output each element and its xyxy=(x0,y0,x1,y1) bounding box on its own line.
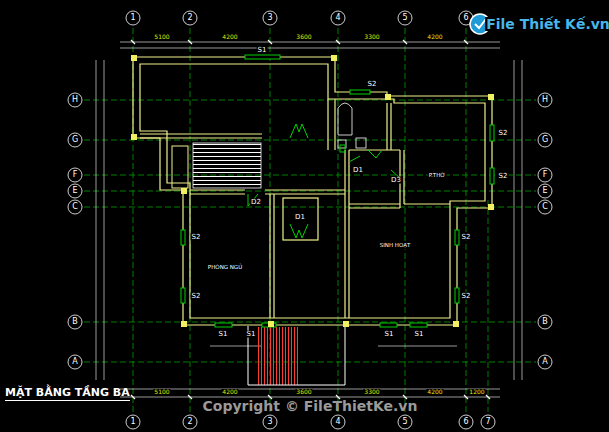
windows xyxy=(181,55,494,327)
grid-number: 1 xyxy=(129,14,136,22)
grid-letter: C xyxy=(541,203,549,211)
window-tag: S1 xyxy=(257,47,268,54)
grid-letter: F xyxy=(72,171,79,179)
shaft xyxy=(172,146,188,188)
balcony-stair xyxy=(258,327,300,385)
grid-letter: H xyxy=(71,96,79,104)
dimension: 3600 xyxy=(295,389,312,395)
dimension: 5100 xyxy=(153,389,170,395)
grid-number: 2 xyxy=(186,418,193,426)
grid-number: 5 xyxy=(401,418,408,426)
grid-letter: F xyxy=(542,171,549,179)
watermark: Copyright © FileThietKe.vn xyxy=(203,399,418,413)
dimension: 3300 xyxy=(363,34,380,40)
grid-letter: A xyxy=(541,358,548,366)
window-tag: S2 xyxy=(461,234,472,241)
door-tag: D1 xyxy=(352,167,364,174)
dimension: 3600 xyxy=(295,34,312,40)
grid-letter: E xyxy=(541,187,548,195)
door-tag: D3 xyxy=(390,177,402,184)
window-tag: S1 xyxy=(414,331,425,338)
grid-lines xyxy=(84,28,536,412)
grid-letter: B xyxy=(541,318,549,326)
grid-number: 3 xyxy=(266,14,273,22)
columns xyxy=(131,55,494,327)
doors xyxy=(248,124,400,238)
grid-number: 6 xyxy=(462,418,469,426)
dimension-lines xyxy=(96,42,522,397)
walls xyxy=(133,57,492,325)
grid-letter: H xyxy=(541,96,549,104)
grid-number: 6 xyxy=(462,14,469,22)
dimension: 4200 xyxy=(221,34,238,40)
window-tag: S1 xyxy=(246,331,257,338)
grid-number: 1 xyxy=(129,418,136,426)
door-tag: D2 xyxy=(250,199,262,206)
room-name: SINH HOẠT xyxy=(379,243,412,249)
room-name: P.THỜ xyxy=(428,173,447,179)
dimension: 4200 xyxy=(221,389,238,395)
grid-number: 2 xyxy=(186,14,193,22)
dimension: 1200 xyxy=(468,389,485,395)
dimension: 5100 xyxy=(153,34,170,40)
dimension-ticks xyxy=(131,40,490,399)
grid-number: 5 xyxy=(401,14,408,22)
grid-letter: A xyxy=(71,358,78,366)
grid-letter: G xyxy=(541,136,549,144)
grid-letter: B xyxy=(71,318,79,326)
balcony-outline xyxy=(248,326,345,385)
grid-bubbles xyxy=(68,11,552,429)
grid-number: 3 xyxy=(266,418,273,426)
window-tag: S2 xyxy=(498,173,509,180)
stair xyxy=(193,143,261,188)
grid-letter: E xyxy=(71,187,78,195)
window-tag: S1 xyxy=(384,331,395,338)
drawing-title: MẶT BẰNG TẦNG BA xyxy=(5,387,130,401)
dimension: 4200 xyxy=(426,389,443,395)
window-tag: S2 xyxy=(367,81,378,88)
logo-text: File Thiết Kế.vn xyxy=(485,17,609,31)
grid-number: 7 xyxy=(484,418,491,426)
room-name: PHÒNG NGỦ xyxy=(207,265,243,271)
door-tag: D1 xyxy=(294,214,306,221)
window-tag: S2 xyxy=(498,130,509,137)
fixtures xyxy=(338,103,366,148)
grid-number: 4 xyxy=(334,418,341,426)
window-tag: S2 xyxy=(191,234,202,241)
window-tag: S1 xyxy=(218,331,229,338)
dimension: 4200 xyxy=(426,34,443,40)
window-tag: S2 xyxy=(191,293,202,300)
window-tag: S2 xyxy=(461,293,472,300)
grid-letter: C xyxy=(71,203,79,211)
grid-letter: G xyxy=(71,136,79,144)
grid-number: 4 xyxy=(334,14,341,22)
dimension: 3300 xyxy=(363,389,380,395)
